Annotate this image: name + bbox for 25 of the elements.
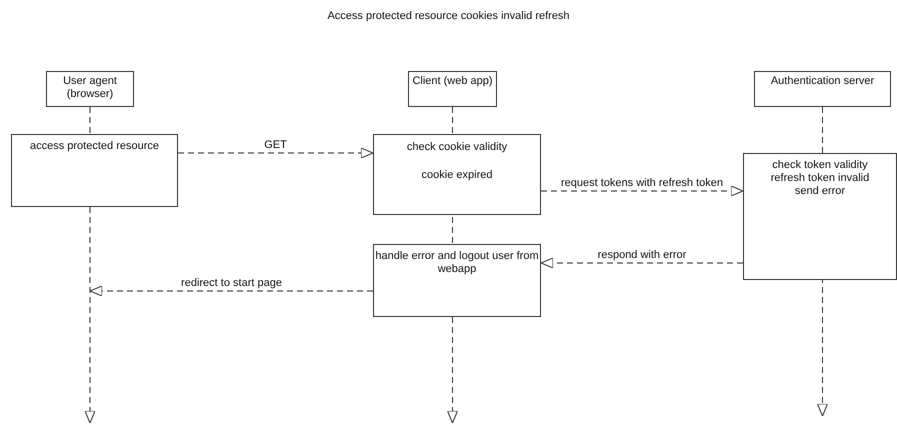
diagram-title: Access protected resource cookies invalid refresh [327,10,570,22]
lifeline-header [408,71,497,107]
edge-label: redirect to start page [179,277,284,290]
node-text: Authentication server [770,75,876,88]
node-text: access protected resource [28,140,160,153]
edge-label: request tokens with refresh token [558,177,726,190]
activation-box [11,134,178,207]
activation-box [373,244,541,317]
message-arrow [90,286,374,296]
message-arrow [178,148,374,158]
activation-box [743,153,897,280]
lifeline-header [46,71,134,107]
node-text: check cookie validity [406,141,508,154]
node-text: User agent (browser) [62,75,118,101]
node-text: cookie expired [420,169,494,182]
node-text: send error [794,185,846,198]
edge-label: respond with error [596,249,688,262]
node-text: handle error and logout user from webapp [374,250,540,276]
message-arrow [540,258,744,268]
message-arrow [540,186,744,196]
node-text: Client (web app) [411,75,494,88]
lifeline-header [754,71,891,107]
node-text: check token validity [771,159,869,172]
activation-box [373,134,541,215]
node-text: refresh token invalid [770,172,870,185]
